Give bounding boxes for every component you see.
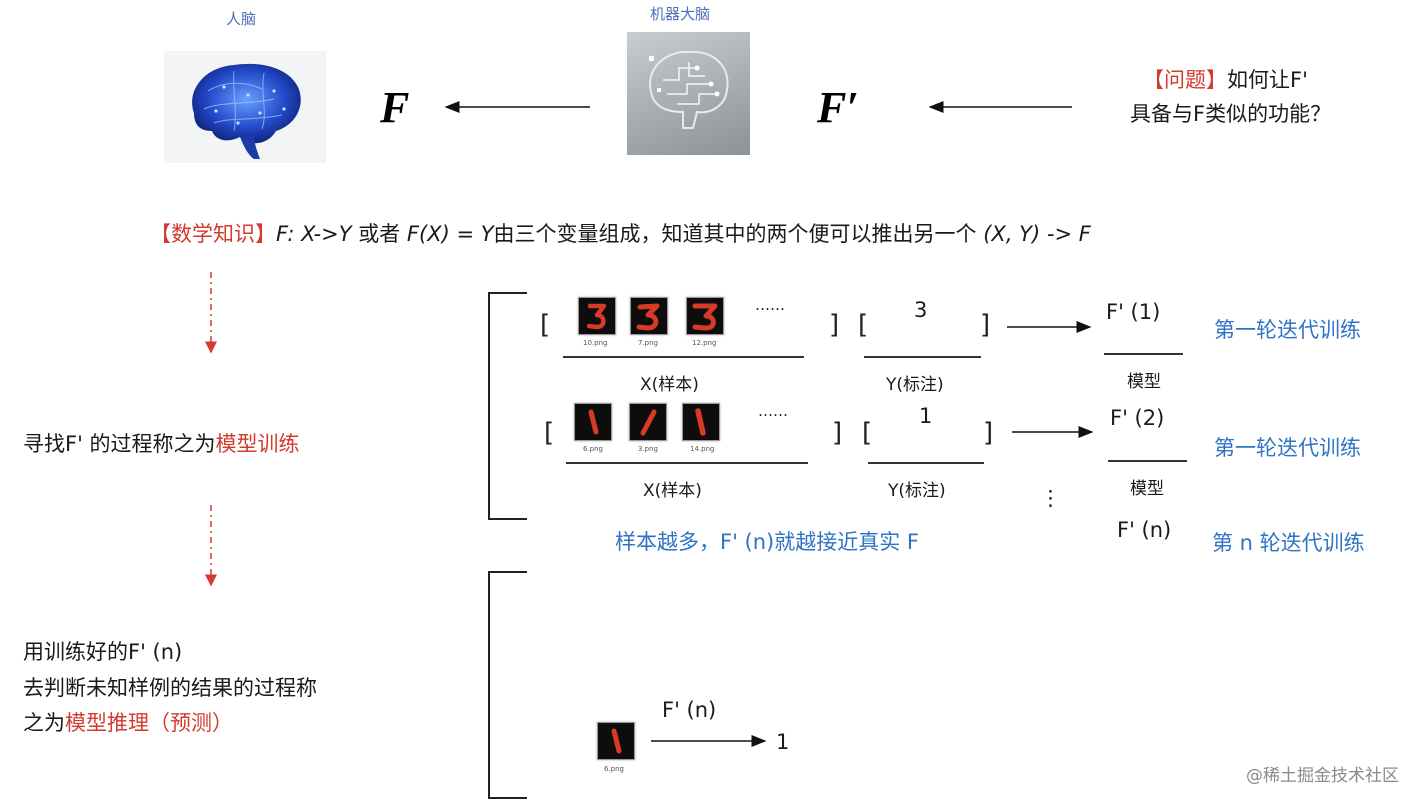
inference-line2: 去判断未知样例的结果的过程称 (23, 676, 317, 700)
image-filename: 7.png (638, 339, 659, 347)
round-label: 第一轮迭代训练 (1214, 318, 1361, 342)
digit-image (686, 297, 724, 335)
digit-image (597, 722, 635, 760)
image-filename: 3.png (638, 445, 659, 453)
training-definition: 寻找F' 的过程称之为模型训练 (23, 428, 300, 458)
human-brain-caption: 人脑 (226, 10, 257, 28)
ellipsis: …… (755, 296, 785, 314)
x-underline (566, 462, 808, 464)
digit-1-icon (588, 409, 599, 435)
y-caption: Y(标注) (886, 375, 944, 395)
final-model-label: F' (n) (1117, 518, 1172, 542)
image-filename: 12.png (692, 339, 717, 347)
machine-brain-image (627, 32, 750, 155)
image-filename: 14.png (690, 445, 715, 453)
digit-1-icon (640, 409, 657, 436)
model-label: F' (2) (1110, 406, 1165, 430)
math-or: 或者 (358, 222, 401, 246)
digit-1-icon (611, 728, 622, 754)
digit-image (574, 403, 612, 441)
inference-line3: 之为模型推理（预测） (23, 707, 233, 737)
circuit-brain-icon (649, 50, 729, 129)
x-caption: X(样本) (643, 481, 702, 501)
inference-model-label: F' (n) (662, 698, 717, 722)
question-line2: 具备与F类似的功能？ (1130, 102, 1332, 126)
label-value: 1 (919, 404, 933, 428)
digit-3-icon (692, 303, 718, 331)
inference-result: 1 (776, 730, 790, 754)
y-close-bracket: ] (983, 418, 994, 448)
brain-icon (192, 63, 301, 159)
inference-line1: 用训练好的F' (n) (23, 640, 183, 664)
x-close-bracket: ] (829, 310, 840, 340)
training-brace (488, 292, 527, 520)
model-label: F' (1) (1106, 300, 1161, 324)
label-value: 3 (914, 298, 928, 322)
question-tag: 【问题】 (1143, 68, 1227, 92)
digit-1-icon (695, 408, 706, 436)
digit-3-icon (586, 303, 607, 330)
x-caption: X(样本) (640, 375, 699, 395)
model-caption: 模型 (1130, 479, 1164, 499)
digit-image (630, 297, 668, 335)
y-open-bracket: [ (862, 418, 873, 448)
y-underline (868, 462, 984, 464)
math-tag: 【数学知识】 (150, 222, 276, 246)
x-underline (563, 356, 804, 358)
math-desc: 由三个变量组成，知道其中的两个便可以推出另一个 (493, 222, 977, 246)
inference-brace (488, 571, 527, 799)
model-underline (1108, 460, 1187, 462)
y-underline (864, 356, 981, 358)
y-caption: Y(标注) (888, 481, 946, 501)
human-brain-image (164, 51, 326, 163)
machine-brain-caption: 机器大脑 (650, 5, 711, 23)
image-filename: 6.png (583, 445, 604, 453)
image-filename: 10.png (583, 339, 608, 347)
y-open-bracket: [ (858, 310, 869, 340)
watermark: @稀土掘金技术社区 (1246, 766, 1399, 786)
model-underline (1104, 353, 1183, 355)
x-open-bracket: [ (544, 418, 555, 448)
f-prime-label: F′ (817, 83, 859, 132)
image-filename: 6.png (604, 765, 625, 773)
x-close-bracket: ] (832, 418, 843, 448)
formula-3: (X, Y) -> F (983, 222, 1091, 246)
inference-term: 模型推理（预测） (65, 711, 233, 735)
digit-image (629, 403, 667, 441)
training-term: 模型训练 (215, 432, 300, 456)
math-knowledge-line: 【数学知识】F: X->Y 或者 F(X) = Y由三个变量组成，知道其中的两个… (150, 218, 1091, 248)
digit-image (578, 297, 616, 335)
f-label: F (380, 83, 410, 132)
training-summary: 样本越多，F' (n)就越接近真实 F (615, 530, 919, 554)
formula-1: F: X->Y (276, 222, 352, 246)
x-open-bracket: [ (540, 310, 551, 340)
digit-image (682, 403, 720, 441)
vertical-ellipsis: ⋮ (1040, 486, 1061, 510)
y-close-bracket: ] (980, 310, 991, 340)
question-text1: 如何让F' (1227, 68, 1308, 92)
model-caption: 模型 (1127, 372, 1161, 392)
inference-prefix: 之为 (23, 711, 65, 735)
digit-3-icon (636, 303, 660, 331)
question-line1: 【问题】如何让F' (1143, 64, 1308, 94)
ellipsis: …… (758, 402, 788, 420)
final-round-label: 第 n 轮迭代训练 (1212, 531, 1365, 555)
formula-2: F(X) = Y (406, 222, 494, 246)
round-label: 第一轮迭代训练 (1214, 436, 1361, 460)
training-prefix: 寻找F' 的过程称之为 (23, 432, 216, 456)
